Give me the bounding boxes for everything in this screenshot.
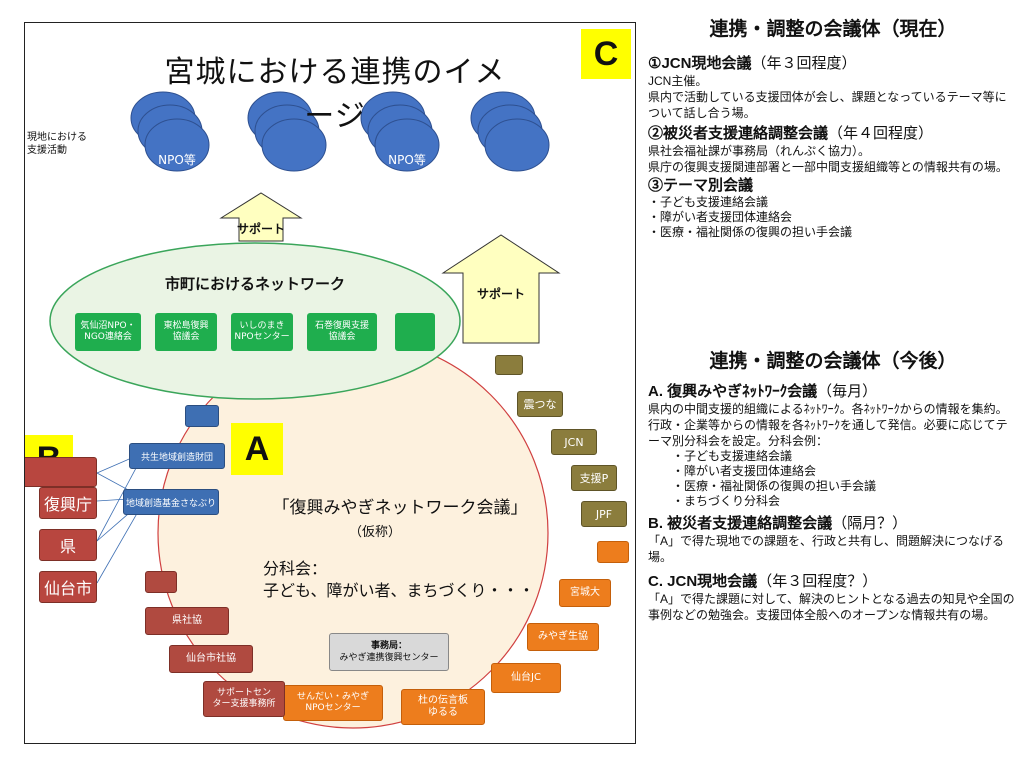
future-item-c-title: C. JCN現地会議 — [648, 573, 758, 590]
current-meetings-panel: 連携・調整の会議体（現在） ①JCN現地会議（年３回程度） JCN主催。 県内で… — [648, 14, 1018, 240]
municipal-box-1: 気仙沼NPO・ NGO連絡会 — [75, 313, 141, 351]
current-item-3-title: ③テーマ別会議 — [648, 177, 754, 194]
ring-olive-jpf: JPF — [581, 501, 627, 527]
future-item-a-desc: 県内の中間支援的組織によるﾈｯﾄﾜｰｸ。各ﾈｯﾄﾜｰｸからの情報を集約。行政・企… — [648, 402, 1008, 448]
secretariat-line1: 事務局： — [370, 641, 407, 651]
future-meetings-panel: 連携・調整の会議体（今後） A. 復興みやぎﾈｯﾄﾜｰｸ会議（毎月） 県内の中間… — [648, 346, 1018, 623]
current-item-1: ①JCN現地会議（年３回程度） JCN主催。 県内で活動している支援団体が会し、… — [648, 55, 1018, 121]
subcommittee-items: 子ども、障がい者、まちづくり・・・ — [263, 581, 535, 600]
future-item-a-sub3: ・医療・福祉関係の復興の担い手会議 — [672, 479, 877, 493]
ring-orange-jc: 仙台JC — [491, 663, 561, 693]
npo-label-1: NPO等 — [158, 153, 196, 167]
secretariat-line2: みやぎ連携復興センター — [339, 653, 439, 663]
future-item-c: C. JCN現地会議（年３回程度？） 「A」で得た課題に対して、解決のヒントとな… — [648, 573, 1018, 623]
current-item-1-line1: JCN主催。 — [648, 74, 708, 88]
future-item-b-title: B. 被災者支援連絡調整会議 — [648, 515, 833, 532]
ring-red-blank — [145, 571, 177, 593]
current-item-2-freq: （年４回程度） — [828, 125, 934, 142]
current-item-1-line2: 県内で活動している支援団体が会し、課題となっているテーマ等について話し合う場。 — [648, 90, 1007, 120]
ring-olive-shintsuna: 震つな — [517, 391, 563, 417]
current-item-1-title: ①JCN現地会議 — [648, 55, 752, 72]
current-item-3-line2: ・障がい者支援団体連絡会 — [648, 210, 793, 224]
current-item-2-line1: 県社会福祉課が事務局（れんぷく協力）。 — [648, 144, 871, 158]
support-arrow-large — [441, 234, 561, 344]
future-item-a-title: A. 復興みやぎﾈｯﾄﾜｰｸ会議 — [648, 383, 818, 400]
npo-disc-group-2 — [247, 91, 327, 172]
support-label-small: サポート — [236, 222, 285, 236]
future-item-b-desc: 「A」で得た現地での課題を、行政と共有し、問題解決につなげる場。 — [648, 534, 1005, 564]
current-item-2-line2: 県庁の復興支援関連部署と一部中間支援組織等との情報共有の場。 — [648, 160, 1008, 174]
ring-orange-sendai-npo: せんだい・みやぎ NPOセンター — [283, 685, 383, 721]
diagram-title: 宮城における連携のイメージ — [164, 55, 506, 134]
badge-a: A — [231, 423, 283, 475]
current-item-1-freq: （年３回程度） — [751, 55, 857, 72]
subcommittee-label: 分科会： — [263, 559, 328, 578]
current-item-3: ③テーマ別会議 ・子ども支援連絡会議 ・障がい者支援団体連絡会 ・医療・福祉関係… — [648, 177, 1018, 240]
future-item-b-freq: （隔月？） — [832, 515, 908, 532]
side-box-ken: 県 — [39, 529, 97, 561]
diagram-frame: 宮城における連携のイメージ C 現地における 支援活動 NPO等 NPO等 サポ… — [24, 22, 636, 744]
support-label-large: サポート — [476, 287, 525, 301]
current-meetings-heading: 連携・調整の会議体（現在） — [709, 19, 957, 40]
ring-orange-blank — [597, 541, 629, 563]
future-item-a: A. 復興みやぎﾈｯﾄﾜｰｸ会議（毎月） 県内の中間支援的組織によるﾈｯﾄﾜｰｸ… — [648, 383, 1018, 509]
blue-box-kyosei: 共生地域創造財団 — [129, 443, 225, 469]
ring-red-support-center: サポートセン ター支援事務所 — [203, 681, 285, 717]
connector-lines — [96, 452, 144, 584]
npo-disc-group-3 — [360, 91, 440, 172]
ring-red-sendai-shakyo: 仙台市社協 — [169, 645, 253, 673]
municipal-network-title: 市町におけるネットワーク — [164, 275, 345, 293]
badge-c: C — [581, 29, 631, 79]
future-item-b: B. 被災者支援連絡調整会議（隔月？） 「A」で得た現地での課題を、行政と共有し… — [648, 515, 1018, 565]
ring-orange-coop: みやぎ生協 — [527, 623, 599, 651]
future-item-c-desc: 「A」で得た課題に対して、解決のヒントとなる過去の知見や全国の事例などの勉強会。… — [648, 592, 1015, 622]
current-item-2-title: ②被災者支援連絡調整会議 — [648, 125, 829, 142]
municipal-box-4: 石巻復興支援 協議会 — [307, 313, 377, 351]
side-box-fukkocho: 復興庁 — [39, 487, 97, 519]
side-box-blank — [25, 457, 97, 487]
municipal-box-5 — [395, 313, 435, 351]
future-item-a-sub4: ・まちづくり分科会 — [672, 494, 781, 508]
future-meetings-heading: 連携・調整の会議体（今後） — [709, 351, 957, 372]
municipal-box-2: 東松島復興 協議会 — [155, 313, 217, 351]
future-item-a-sub1: ・子ども支援連絡会議 — [672, 449, 793, 463]
ring-olive-jcn: JCN — [551, 429, 597, 455]
future-item-a-freq: （毎月） — [817, 383, 878, 400]
current-item-2: ②被災者支援連絡調整会議（年４回程度） 県社会福祉課が事務局（れんぷく協力）。 … — [648, 125, 1018, 175]
blue-box-small — [185, 405, 219, 427]
ring-orange-yururu: 杜の伝言板 ゆるる — [401, 689, 485, 725]
ring-red-ken-shakyo: 県社協 — [145, 607, 229, 635]
local-activity-label: 現地における 支援活動 — [27, 132, 87, 156]
npo-disc-group-1 — [130, 91, 210, 172]
ring-olive-blank — [495, 355, 523, 375]
current-item-3-line3: ・医療・福祉関係の復興の担い手会議 — [648, 225, 853, 239]
current-item-3-line1: ・子ども支援連絡会議 — [648, 195, 769, 209]
secretariat-box: 事務局： みやぎ連携復興センター — [329, 633, 449, 671]
municipal-box-3: いしのまき NPOセンター — [231, 313, 293, 351]
npo-label-2: NPO等 — [388, 153, 426, 167]
side-box-sendai: 仙台市 — [39, 571, 97, 603]
ring-olive-shienp: 支援P — [571, 465, 617, 491]
npo-disc-group-4 — [470, 91, 550, 172]
center-title: 「復興みやぎネットワーク会議」 — [272, 498, 528, 518]
center-subtitle: （仮称） — [348, 525, 401, 540]
future-item-a-sub2: ・障がい者支援団体連絡会 — [672, 464, 817, 478]
support-arrow-small — [219, 192, 303, 242]
ring-orange-miyagidai: 宮城大 — [559, 579, 611, 607]
future-item-c-freq: （年３回程度？） — [757, 573, 878, 590]
blue-box-sanaburi: 地域創造基金さなぶり — [123, 489, 219, 515]
